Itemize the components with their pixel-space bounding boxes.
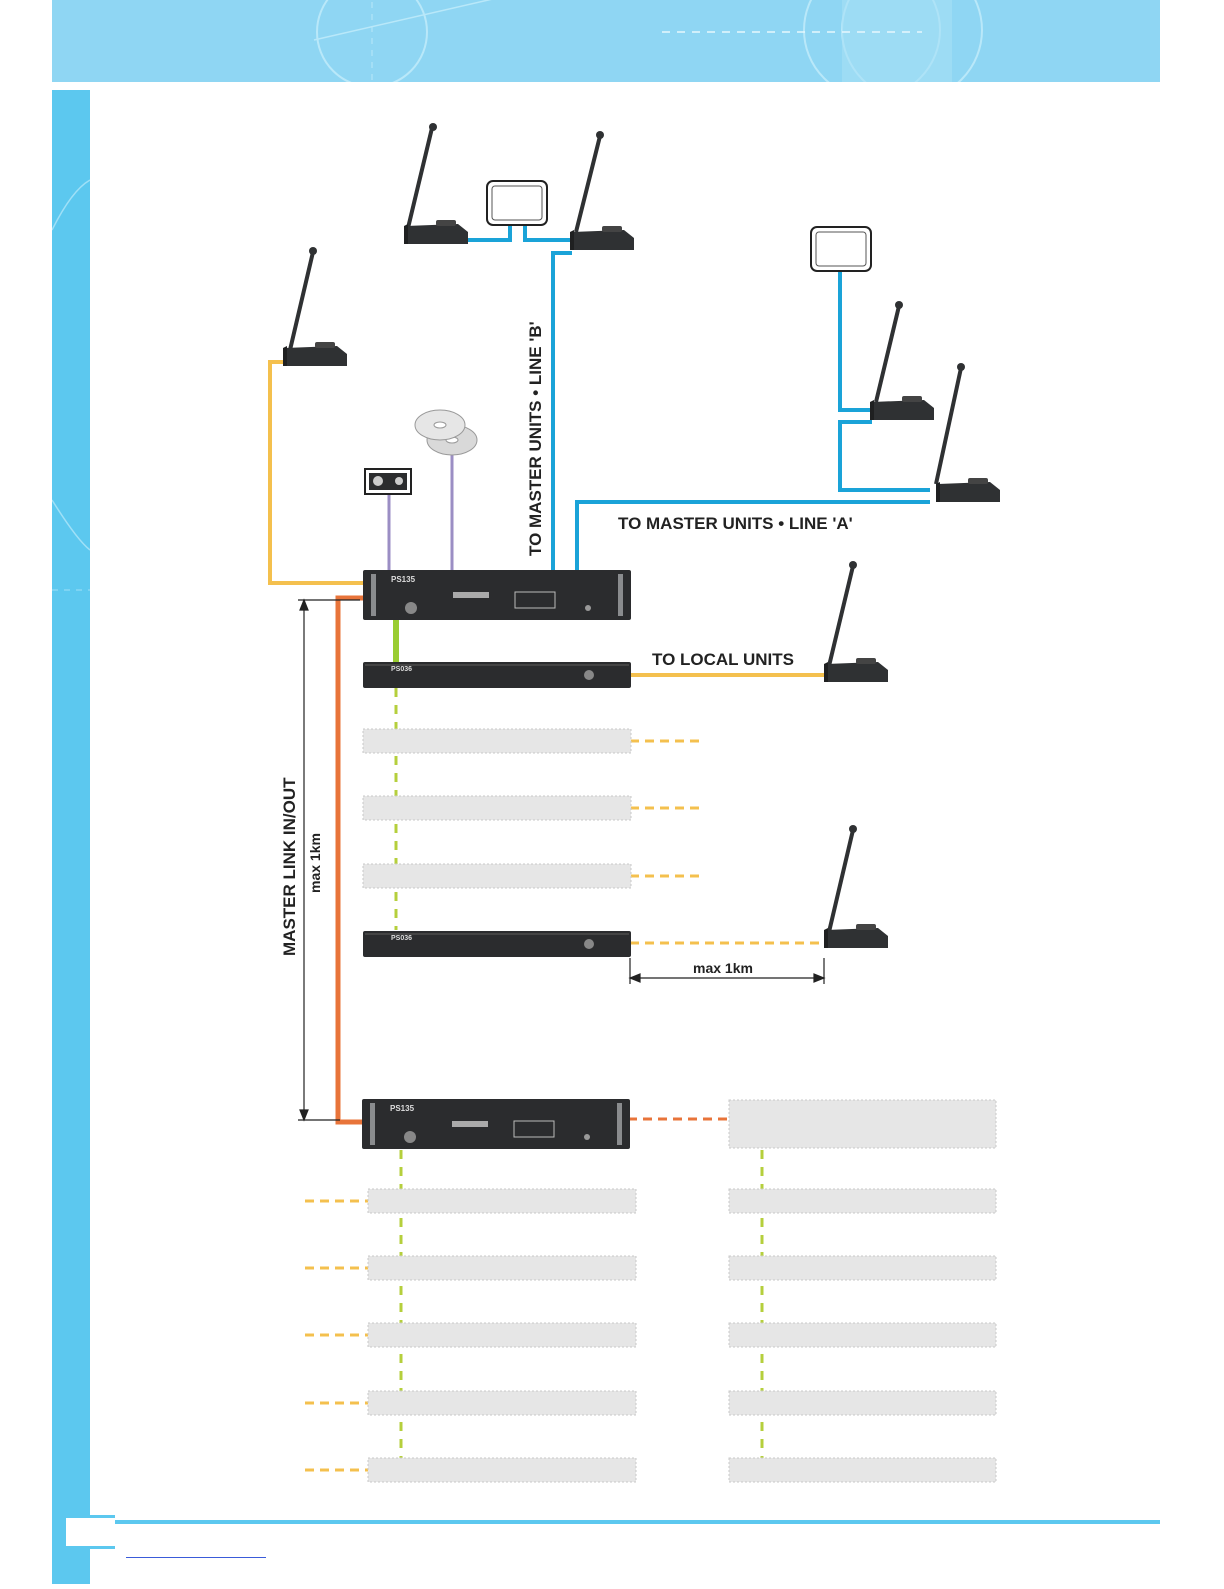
local-units-label: TO LOCAL UNITS: [652, 650, 794, 669]
cassette-icon: [365, 469, 411, 494]
microphone-icon: [870, 301, 934, 420]
microphone-icon: [824, 561, 888, 682]
line-a-label: TO MASTER UNITS • LINE 'A': [618, 514, 853, 533]
page-number-tab: [63, 1515, 115, 1549]
master-link-label: MASTER LINK IN/OUT: [280, 777, 299, 956]
model-label: PS135: [391, 575, 416, 584]
bottom-rule: [114, 1520, 1160, 1524]
footer-link-underline: [126, 1557, 266, 1558]
line-b-cable: [437, 225, 572, 570]
model-label: PS135: [390, 1104, 415, 1113]
model-label: PS036: [391, 935, 412, 942]
model-label: PS036: [391, 666, 412, 673]
microphone-icon: [936, 363, 1000, 502]
microphone-icon: [404, 123, 468, 244]
horizontal-max-label: max 1km: [693, 960, 753, 976]
zone-module-2: PS036: [363, 931, 631, 957]
local-mic-cable: [270, 362, 365, 583]
microphone-icon: [824, 825, 888, 948]
vertical-max-label: max 1km: [307, 833, 323, 893]
line-b-label: TO MASTER UNITS • LINE 'B': [526, 321, 545, 556]
monitor-icon: [487, 181, 547, 225]
cd-icon: [415, 410, 477, 455]
master-controller-top: PS135: [363, 570, 631, 620]
master-link-cable: [338, 598, 365, 1122]
microphone-icon: [570, 131, 634, 250]
microphone-icon: [283, 247, 347, 366]
zone-module-1: PS036: [363, 662, 631, 688]
master-controller-bottom: PS135: [362, 1099, 630, 1149]
monitor-icon: [811, 227, 871, 271]
